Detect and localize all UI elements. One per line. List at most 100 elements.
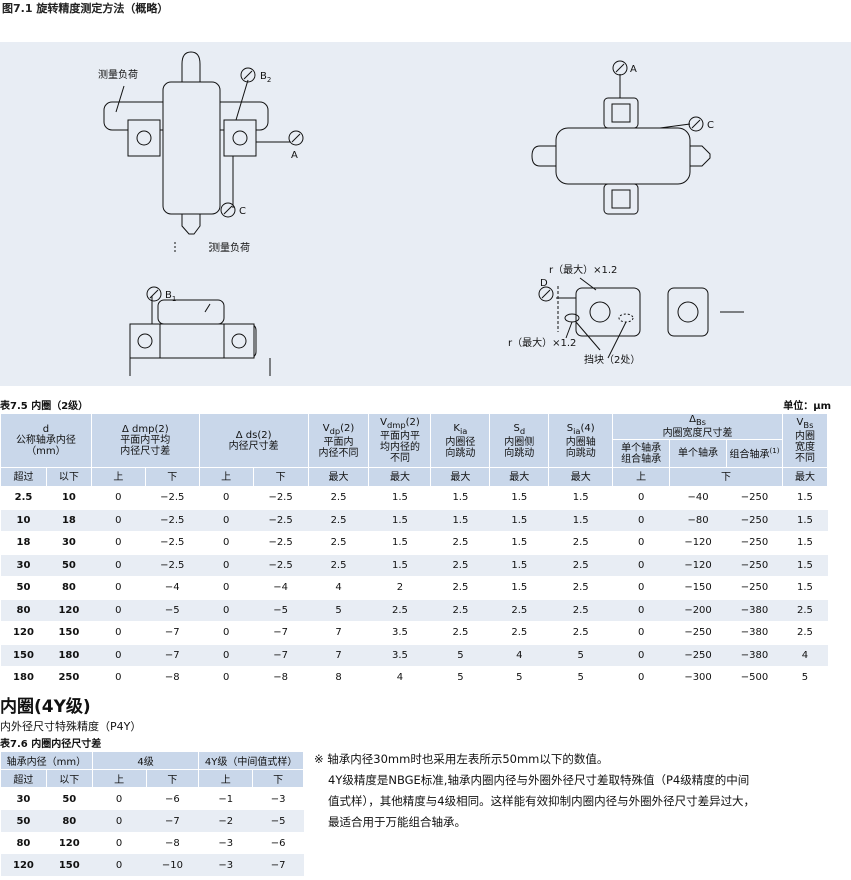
table-cell: 2.5 bbox=[548, 576, 613, 600]
header-sia-max: 最大 bbox=[548, 467, 614, 487]
bearing-lower-right bbox=[667, 287, 709, 337]
table-7-5: d 公称轴承内径 （mm） Δ dmp(2) 平面内平均 内径尺寸差 Δ ds(… bbox=[0, 413, 829, 690]
table-cell: 0 bbox=[612, 486, 670, 510]
table-cell: 1.5 bbox=[782, 531, 828, 555]
table-cell: 120 bbox=[46, 599, 92, 622]
table-cell: −7 bbox=[253, 621, 309, 645]
table-cell: 0 bbox=[199, 531, 254, 555]
table-cell: −8 bbox=[146, 832, 199, 854]
table-cell: 4 bbox=[308, 576, 369, 600]
header76-over: 超过 bbox=[0, 769, 47, 788]
table-cell: 120 bbox=[0, 621, 47, 645]
table-cell: 50 bbox=[46, 554, 92, 577]
header-grade4y: 4Y级（中间值式样） bbox=[198, 751, 304, 770]
table-cell: −250 bbox=[726, 531, 783, 555]
table-cell: 2.5 bbox=[0, 486, 47, 510]
header-bs-single: 单个轴承 bbox=[669, 439, 728, 468]
header-incl: 以下 bbox=[45, 467, 92, 487]
header-dmp-upper: 上 bbox=[90, 467, 146, 487]
dial-gauge-a-right bbox=[612, 60, 628, 76]
table-cell: −8 bbox=[253, 666, 309, 690]
table-cell: 80 bbox=[46, 810, 93, 832]
table-cell: −2 bbox=[198, 810, 253, 832]
table-cell: 120 bbox=[46, 832, 93, 854]
table-cell: 5 bbox=[548, 644, 613, 667]
shaft-end-top bbox=[181, 51, 201, 82]
table-cell: −250 bbox=[726, 509, 783, 532]
table-cell: 150 bbox=[46, 854, 93, 876]
table-cell: 7 bbox=[308, 621, 369, 645]
table-cell: 1.5 bbox=[430, 486, 490, 510]
table-cell: 0 bbox=[199, 576, 254, 600]
table-cell: 120 bbox=[0, 854, 47, 876]
table-cell: 18 bbox=[46, 509, 92, 532]
table-cell: 0 bbox=[199, 621, 254, 645]
bearing-bottom-left bbox=[129, 323, 161, 359]
table-cell: 10 bbox=[46, 486, 92, 510]
table-cell: 180 bbox=[46, 644, 92, 667]
table-cell: −300 bbox=[669, 666, 727, 690]
table-cell: −2.5 bbox=[145, 486, 200, 510]
table-cell: 0 bbox=[91, 531, 146, 555]
table-cell: 2.5 bbox=[489, 599, 549, 622]
table-cell: 2.5 bbox=[308, 509, 369, 532]
header-sd: Sd 内圈侧 向跳动 bbox=[489, 413, 550, 468]
table-cell: −2.5 bbox=[253, 531, 309, 555]
dial-gauge-b1 bbox=[146, 286, 162, 302]
table-cell: −10 bbox=[146, 854, 199, 876]
header-kia-max: 最大 bbox=[430, 467, 491, 487]
table-cell: −3 bbox=[198, 854, 253, 876]
table-cell: −7 bbox=[252, 854, 304, 876]
note-text: ※ 轴承内径30mm时也采用左表所示50mm以下的数值。 4Y级精度是NBGE标… bbox=[314, 749, 844, 833]
label-r-top: r（最大）×1.2 bbox=[549, 263, 617, 276]
table-cell: −6 bbox=[146, 787, 199, 810]
header-bs-lower: 下 bbox=[669, 467, 783, 487]
table-cell: 5 bbox=[782, 666, 828, 690]
table-cell: 0 bbox=[92, 810, 146, 832]
table-cell: −380 bbox=[726, 644, 783, 667]
header-sd-max: 最大 bbox=[489, 467, 550, 487]
dial-gauge-c-right bbox=[688, 116, 704, 132]
table-cell: 0 bbox=[199, 486, 254, 510]
stopper-right bbox=[618, 313, 634, 323]
table-cell: 0 bbox=[91, 599, 146, 622]
table-cell: 0 bbox=[91, 644, 146, 667]
ball-right bbox=[232, 130, 248, 146]
table-cell: −2.5 bbox=[253, 509, 309, 532]
table-cell: 2.5 bbox=[548, 599, 613, 622]
table-cell: −380 bbox=[726, 599, 783, 622]
figure-7-1: 测量负荷 B2 A C 测量负荷 B1 A C D r（最大）×1.2 r（最大… bbox=[0, 42, 851, 386]
bearing-left bbox=[127, 119, 161, 157]
label-load-bottom: 测量负荷 bbox=[210, 241, 250, 254]
header-ds-lower: 下 bbox=[252, 467, 309, 487]
label-a-right: A bbox=[630, 64, 637, 75]
header-vbs-max: 最大 bbox=[781, 467, 829, 487]
table-cell: 1.5 bbox=[782, 486, 828, 510]
bearing-lower-left bbox=[575, 287, 641, 337]
table-cell: 1.5 bbox=[430, 509, 490, 532]
stopper-left bbox=[564, 313, 580, 323]
table-cell: −2.5 bbox=[145, 554, 200, 577]
table-cell: 2.5 bbox=[548, 531, 613, 555]
table-cell: −250 bbox=[726, 554, 783, 577]
bearing-bottom bbox=[603, 183, 639, 215]
header76-4y-upper: 上 bbox=[198, 769, 254, 788]
table-cell: 80 bbox=[46, 576, 92, 600]
header-dmp: Δ dmp(2) 平面内平均 内径尺寸差 bbox=[90, 413, 200, 468]
table-cell: 0 bbox=[612, 599, 670, 622]
table-cell: 250 bbox=[46, 666, 92, 690]
table-cell: 2.5 bbox=[782, 599, 828, 622]
dial-gauge-a-left bbox=[288, 130, 304, 146]
table-cell: 8 bbox=[308, 666, 369, 690]
table-cell: −5 bbox=[145, 599, 200, 622]
table-cell: −250 bbox=[669, 644, 727, 667]
table-cell: 2.5 bbox=[308, 554, 369, 577]
header-vdmp-max: 最大 bbox=[368, 467, 432, 487]
table-cell: 1.5 bbox=[368, 531, 431, 555]
table-cell: 1.5 bbox=[489, 486, 549, 510]
